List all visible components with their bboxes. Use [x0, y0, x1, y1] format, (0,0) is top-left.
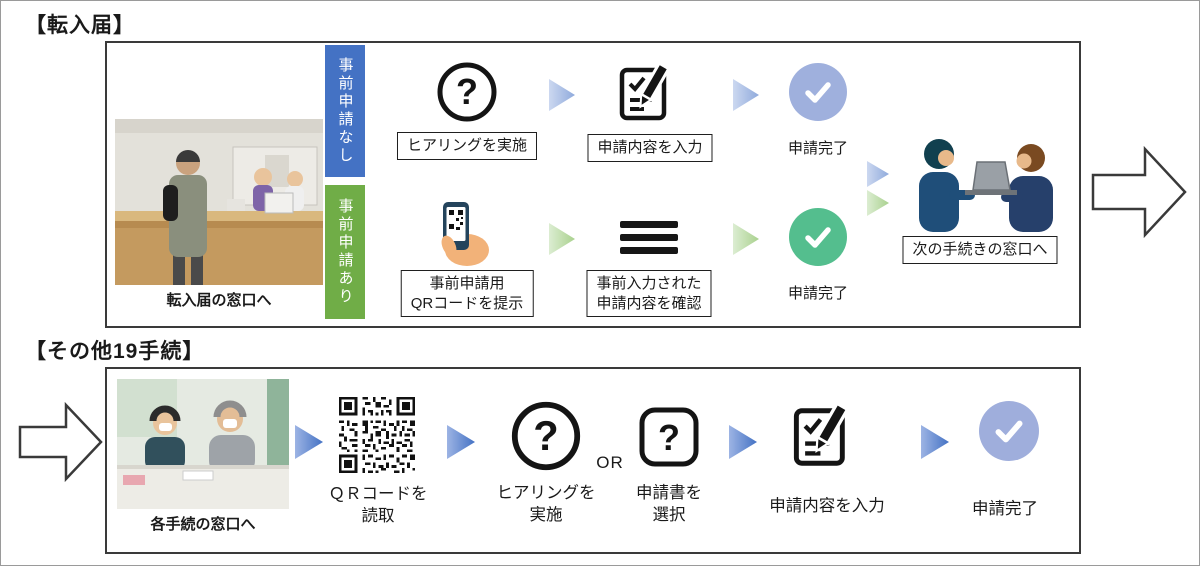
svg-text:?: ?: [456, 71, 478, 112]
block-arrow-right-icon: [1091, 143, 1189, 241]
counter-photo: [115, 119, 323, 285]
question-circle-icon: ?: [435, 60, 499, 124]
hearing-label: ヒアリングを実施: [396, 132, 538, 160]
section-title-tennyu: 【転入届】: [25, 14, 135, 37]
section-title-other-procedures: 【その他19手続】: [25, 340, 205, 363]
block-arrow-right-icon: [18, 399, 104, 485]
question-square-icon: ?: [637, 405, 701, 469]
qr-read-caption: ＱＲコードを 読取: [328, 485, 428, 526]
lane-label-no-preapplication: 事前申請なし: [325, 45, 365, 177]
confirm-label: 事前入力された 申請内容を確認: [586, 270, 712, 317]
desk-photo-caption: 各手続の窓口へ: [150, 516, 256, 533]
check-circle-icon: [979, 401, 1039, 461]
done-caption: 申請完了: [972, 500, 1038, 518]
done-text: 申請完了: [787, 285, 849, 302]
done-text: 申請完了: [787, 140, 849, 157]
svg-text:?: ?: [533, 412, 558, 459]
check-circle-icon: [789, 63, 847, 121]
or-text: OR: [596, 453, 624, 472]
select-form-caption: 申請書を 選択: [636, 484, 702, 525]
qr-code-icon: [339, 397, 415, 473]
input-caption: 申請内容を入力: [769, 497, 885, 515]
desk-photo: [117, 379, 289, 509]
next-counter-label: 次の手続きの窓口へ: [902, 236, 1058, 264]
input-label: 申請内容を入力: [587, 134, 713, 162]
menu-lines-icon: [620, 221, 678, 254]
lane-label-with-preapplication: 事前申請あり: [325, 185, 365, 319]
form-edit-icon: [791, 402, 863, 472]
show-qr-label: 事前申請用 QRコードを提示: [400, 270, 534, 317]
form-edit-icon: [617, 62, 683, 126]
hand-phone-qr-icon: [421, 198, 493, 270]
check-circle-icon: [789, 208, 847, 266]
svg-text:?: ?: [658, 417, 680, 458]
question-circle-icon: ?: [509, 399, 583, 473]
counter-photo-caption: 転入届の窓口へ: [166, 292, 272, 309]
hearing-caption: ヒアリングを 実施: [496, 484, 596, 525]
next-counter-illustration: [899, 128, 1067, 232]
